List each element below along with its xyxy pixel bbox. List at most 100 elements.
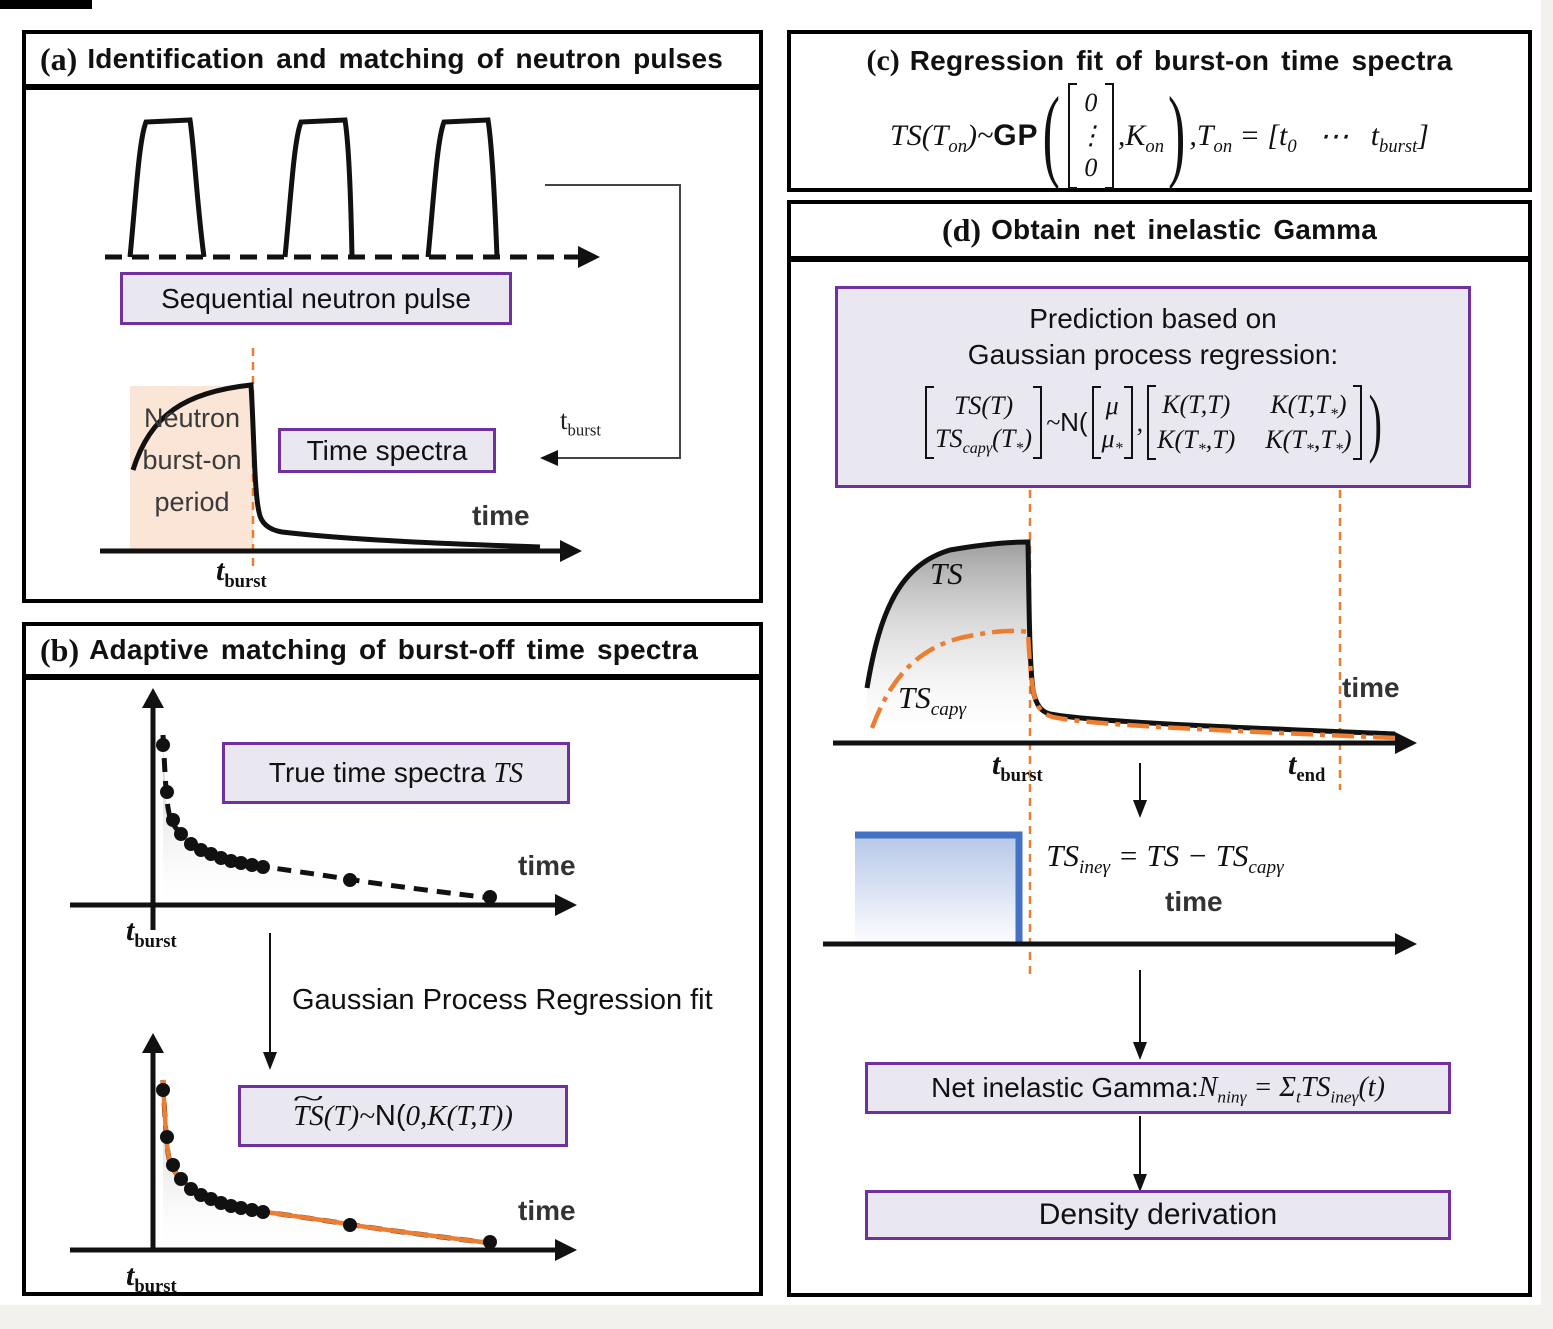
- tburst-label-a: tburst: [216, 554, 267, 592]
- panel-d-tag: (d): [941, 211, 982, 248]
- right-edge-strip: [1541, 0, 1553, 1329]
- tburst-connector-arrowhead: [540, 450, 558, 466]
- pulse-2: [282, 117, 355, 258]
- pulse-1: [127, 117, 207, 258]
- y-axis-arrowhead-1: [142, 688, 164, 708]
- panel-c-tag: (c): [866, 44, 900, 77]
- net-gamma-prefix: Net inelastic Gamma:: [931, 1072, 1199, 1103]
- pred-sim: ~: [1046, 407, 1061, 437]
- y-axis-arrowhead-2: [142, 1033, 164, 1053]
- bottom-edge-strip: [0, 1305, 1553, 1329]
- time-label-b2: time: [518, 1195, 576, 1226]
- time-label-d2: time: [1165, 886, 1223, 917]
- time-spectra-curve-a: [130, 382, 541, 550]
- prediction-line1: Prediction based on: [1029, 303, 1277, 334]
- panel-d-header: (d) Obtain net inelastic Gamma: [787, 200, 1532, 260]
- panel-a-tag: (a): [40, 40, 78, 77]
- time-axis-arrowhead-d1: [1395, 732, 1417, 754]
- ts-ine-gamma-formula: TSineγ = TS − TScapγ: [1046, 838, 1284, 879]
- burst-on-period-label: Neutron burst-on period: [142, 403, 242, 517]
- density-derivation-label: Density derivation: [1038, 1198, 1278, 1231]
- panel-b-title: Adaptive matching of burst-off time spec…: [89, 634, 698, 665]
- flow-arrow-3-head: [1133, 1174, 1147, 1192]
- time-spectra-box: Time spectra: [278, 428, 496, 473]
- top-left-artifact-bar: [0, 0, 92, 9]
- panel-b-header: (b) Adaptive matching of burst-off time …: [22, 622, 763, 678]
- panel-a-title: Identification and matching of neutron p…: [87, 43, 724, 74]
- pulse-baseline-arrowhead: [578, 246, 600, 268]
- fit-formula-rhs: 0,K(T,T)): [405, 1099, 513, 1132]
- neutron-pulse-train: [105, 117, 681, 466]
- time-label-d1: time: [1342, 672, 1400, 703]
- prediction-line2: Gaussian process regression:: [967, 339, 1339, 370]
- formula-c-gp: GP: [993, 119, 1039, 152]
- inelastic-gamma-region-border: [855, 831, 1023, 943]
- big-paren-open: (: [1042, 78, 1060, 192]
- true-spectra-plot: [70, 688, 577, 1070]
- pred-paren-close: ): [1368, 378, 1382, 465]
- tburst-label-d: tburst: [992, 748, 1043, 786]
- pulse-3: [425, 117, 500, 258]
- prediction-formula: TS(T) TScapγ(T*) ~ N( μ μ* , K(T,T) K(T,…: [838, 378, 1468, 465]
- fit-formula-lhs: ~TS(T)~: [292, 1084, 375, 1132]
- x-axis-arrowhead-1: [555, 894, 577, 916]
- sequential-pulse-box: Sequential neutron pulse: [120, 272, 512, 325]
- net-gamma-plots: [823, 490, 1417, 1192]
- panel-d-title: Obtain net inelastic Gamma: [991, 214, 1378, 245]
- panel-a-header: (a) Identification and matching of neutr…: [22, 30, 763, 88]
- formula-c-domain-left: ,Ton = [t0: [1189, 119, 1297, 157]
- time-axis-arrowhead-d2: [1395, 933, 1417, 955]
- formula-c-lhs: TS(Ton)~: [890, 119, 994, 157]
- flow-arrow-2-head: [1133, 1042, 1147, 1060]
- formula-c-kernel: ,Kon: [1117, 119, 1165, 157]
- connector-tburst-label: tburst: [560, 405, 601, 440]
- flow-arrow-1-head: [1133, 800, 1147, 818]
- prediction-box: Prediction based on Gaussian process reg…: [835, 286, 1471, 488]
- mu-vector: μ μ*: [1091, 386, 1133, 459]
- inelastic-gamma-region: [855, 832, 1019, 943]
- fitted-spectra-plot: [70, 1033, 577, 1261]
- net-gamma-math: Nninγ = ΣtTSineγ(t): [1198, 1072, 1385, 1107]
- sequential-pulse-label: Sequential neutron pulse: [161, 283, 471, 314]
- density-derivation-box: Density derivation: [865, 1190, 1451, 1240]
- time-spectra-plot-a: [100, 348, 582, 568]
- panel-c-box: [787, 30, 1532, 192]
- spectra-shade-1: [163, 745, 497, 903]
- true-spectra-box: True time spectra TS: [222, 742, 570, 804]
- gpr-arrowhead: [263, 1052, 277, 1070]
- time-axis-arrowhead-a: [560, 540, 582, 562]
- fit-formula-box: ~TS(T)~N(0,K(T,T)): [238, 1084, 568, 1147]
- formula-c-dots: ⋯: [1318, 119, 1349, 153]
- formula-c-domain-right: tburst]: [1370, 119, 1429, 157]
- tend-label-d: tend: [1288, 748, 1326, 786]
- spectra-data-points-2: [156, 1083, 497, 1249]
- time-spectra-label: Time spectra: [306, 435, 468, 466]
- k-matrix: K(T,T) K(T,T*) K(T*,T) K(T*,T*): [1147, 385, 1362, 460]
- burst-on-shaded-region: [130, 386, 253, 551]
- panel-c-title-row: (c) Regression fit of burst-on time spec…: [787, 44, 1532, 78]
- time-label-b1: time: [518, 850, 576, 881]
- time-label-a: time: [472, 500, 530, 531]
- tburst-connector-line: [545, 184, 681, 459]
- tburst-label-b2: tburst: [126, 1259, 177, 1297]
- ts-curve-label: TS: [930, 556, 963, 591]
- ts-shaded-region: [867, 542, 1028, 741]
- spectra-data-points-1: [156, 738, 497, 904]
- ts-cap-gamma-label: TScapγ: [898, 680, 967, 721]
- tburst-label-b1: tburst: [126, 914, 177, 952]
- true-spectra-ts: TS: [493, 758, 524, 789]
- pred-n: N(: [1060, 407, 1088, 437]
- panel-b-tag: (b): [40, 631, 80, 668]
- gpr-fit-label: Gaussian Process Regression fit: [292, 984, 713, 1016]
- ts-cap-gamma-curve: [869, 628, 1396, 741]
- pred-comma: ,: [1136, 407, 1144, 437]
- ts-vector: TS(T) TScapγ(T*): [925, 386, 1042, 459]
- spectra-shade-2: [163, 1090, 497, 1248]
- panel-c-formula: TS(Ton)~ GP ( 0 ⋮ 0 ,Kon ) ,Ton = [t0 ⋯ …: [787, 83, 1532, 189]
- true-spectra-text: True time spectra: [268, 757, 494, 788]
- fit-formula-n: N(: [374, 1099, 406, 1132]
- x-axis-arrowhead-2: [555, 1239, 577, 1261]
- zero-vector: 0 ⋮ 0: [1067, 83, 1114, 189]
